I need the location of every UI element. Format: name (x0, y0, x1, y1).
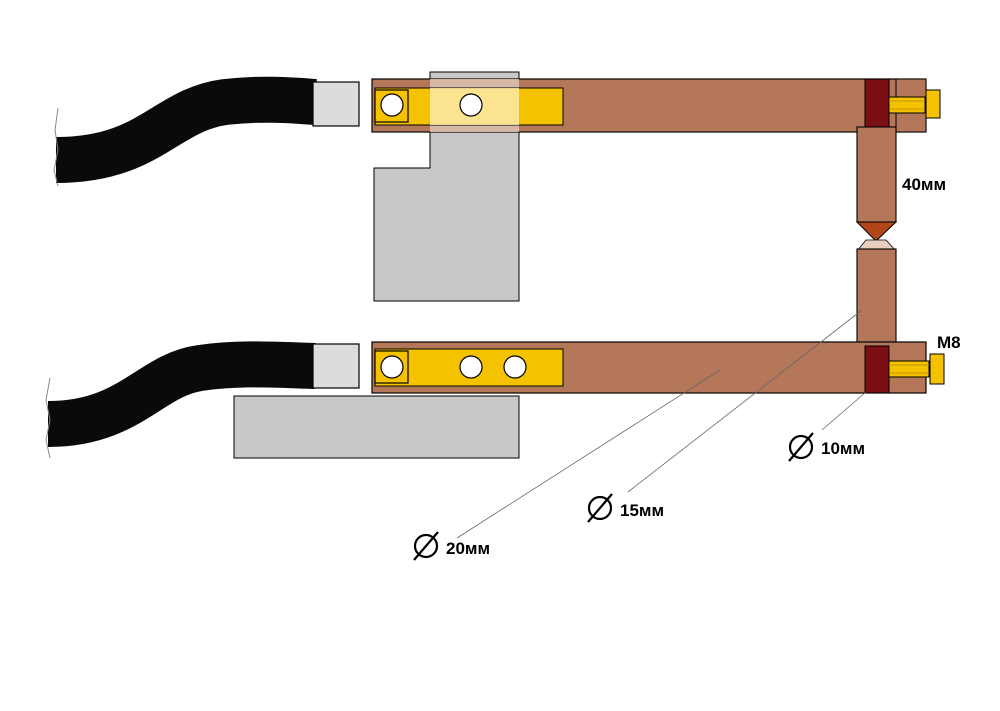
upper-electrode (856, 126, 897, 223)
lower-red-sleeve (864, 345, 890, 394)
lower-m8-bolt-shaft (888, 360, 930, 378)
upper-cable (53, 76, 317, 187)
label-electrode-length: 40мм (902, 175, 946, 194)
leader-line-10mm (821, 391, 867, 431)
upper-m8-nut (925, 89, 941, 119)
leader-line-20mm (456, 369, 721, 539)
lower-cable (45, 341, 316, 459)
leader-line-15mm (627, 309, 863, 493)
label-diameter-15: 15мм (620, 501, 664, 520)
upper-bolt-hole-2 (459, 93, 483, 117)
upper-bolt-hole-1 (380, 93, 404, 117)
lower-electrode (856, 248, 897, 347)
lower-bolt-hole-3 (503, 355, 527, 379)
lower-insulator-plate (233, 395, 520, 459)
diameter-icon (788, 432, 814, 462)
label-diameter-10: 10мм (821, 439, 865, 458)
upper-cable-lug-box (374, 89, 409, 123)
lower-m8-nut (929, 353, 945, 385)
upper-cable-ferrule (312, 81, 360, 127)
upper-m8-bolt-shaft (888, 96, 926, 114)
diameter-icon (413, 531, 439, 561)
upper-electrode-tip (855, 221, 898, 242)
diameter-icon (587, 493, 613, 523)
label-diameter-20: 20мм (446, 539, 490, 558)
lower-bolt-hole-2 (459, 355, 483, 379)
lower-cable-ferrule (312, 343, 360, 389)
lower-cable-lug-box (374, 350, 409, 384)
lower-bolt-hole-1 (380, 355, 404, 379)
upper-red-sleeve (864, 78, 890, 133)
label-thread-size: M8 (937, 333, 961, 352)
